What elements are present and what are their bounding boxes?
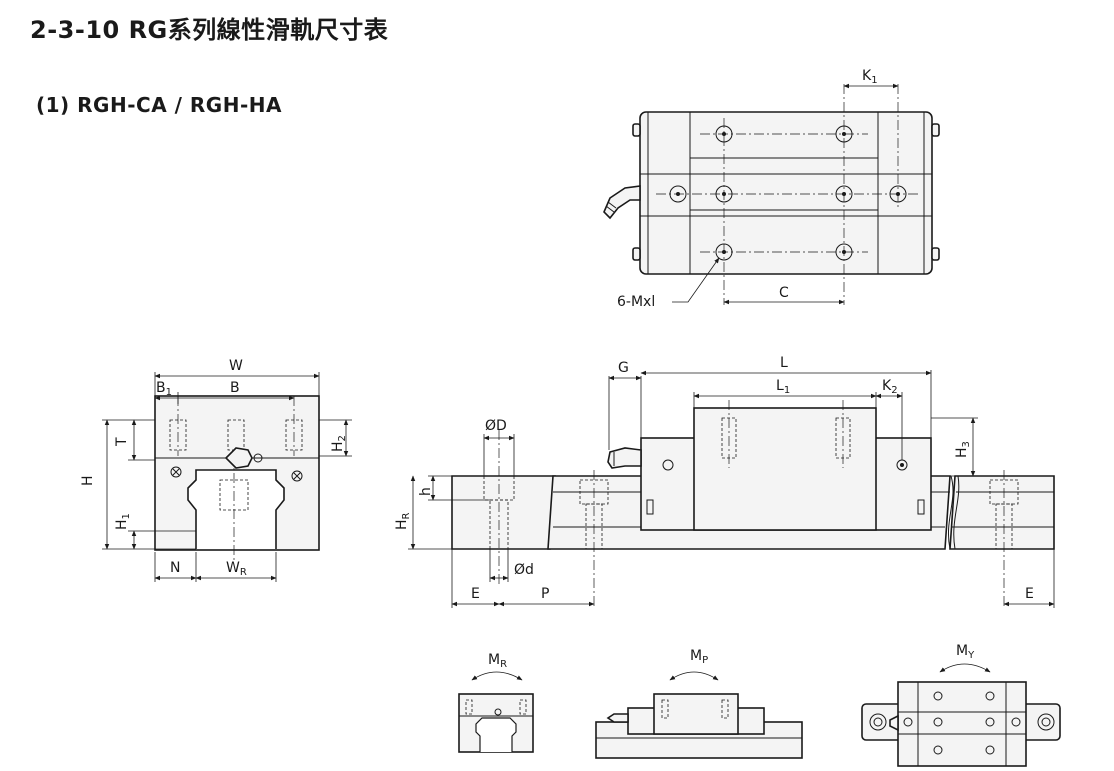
- rail-end-section: [451, 475, 556, 550]
- dim-od-small: Ød: [514, 562, 534, 578]
- grease-nipple-icon: [603, 185, 641, 220]
- page-title: 2-3-10 RG系列線性滑軌尺寸表: [30, 16, 389, 44]
- hole-callout: 6-Mxl: [617, 294, 655, 310]
- rail-profile: [187, 469, 285, 549]
- block-body-top: [689, 111, 879, 275]
- dim-e-left: E: [471, 586, 480, 602]
- moment-mr-diagram: MR: [458, 652, 534, 753]
- dim-wr: WR: [226, 560, 247, 578]
- top-view: K1 C 6-Mxl: [603, 68, 940, 310]
- grease-nipple-end-icon: [224, 447, 290, 469]
- model-subtitle: (1) RGH-CA / RGH-HA: [36, 93, 282, 117]
- label-my: MY: [956, 643, 975, 661]
- dim-k2: K2: [882, 378, 898, 396]
- dim-t: T: [114, 437, 130, 447]
- dim-hr: HR: [394, 512, 412, 530]
- dim-h-small: h: [418, 487, 434, 496]
- label-mr: MR: [488, 652, 507, 670]
- moment-my-diagram: MY: [861, 643, 1061, 767]
- dim-l: L: [780, 355, 788, 371]
- dim-h: H: [80, 475, 96, 486]
- dim-k1: K1: [862, 68, 878, 86]
- dim-b1: B1: [156, 380, 172, 398]
- dim-p: P: [541, 586, 549, 602]
- dim-w: W: [229, 358, 243, 374]
- dim-e-right: E: [1025, 586, 1034, 602]
- block-outline-top: [639, 111, 933, 275]
- label-mp: MP: [690, 648, 708, 666]
- end-view: W B B1 H T H1 H2 N WR: [80, 358, 352, 582]
- dim-l1: L1: [776, 378, 790, 396]
- grease-nipple-side-icon: [607, 447, 642, 469]
- moment-mp-diagram: MP: [595, 648, 803, 759]
- dim-h1: H1: [114, 513, 132, 530]
- rail-right-section: [949, 475, 1055, 550]
- dim-od-large: ØD: [485, 418, 507, 434]
- dim-h3: H3: [954, 441, 972, 458]
- dim-h2: H2: [330, 435, 348, 452]
- dim-g: G: [618, 360, 629, 376]
- dim-b: B: [230, 380, 240, 396]
- dim-c: C: [779, 285, 789, 301]
- dim-n: N: [170, 560, 180, 576]
- side-view: G L L1 K2 H3 ØD h HR Ød: [394, 355, 1055, 608]
